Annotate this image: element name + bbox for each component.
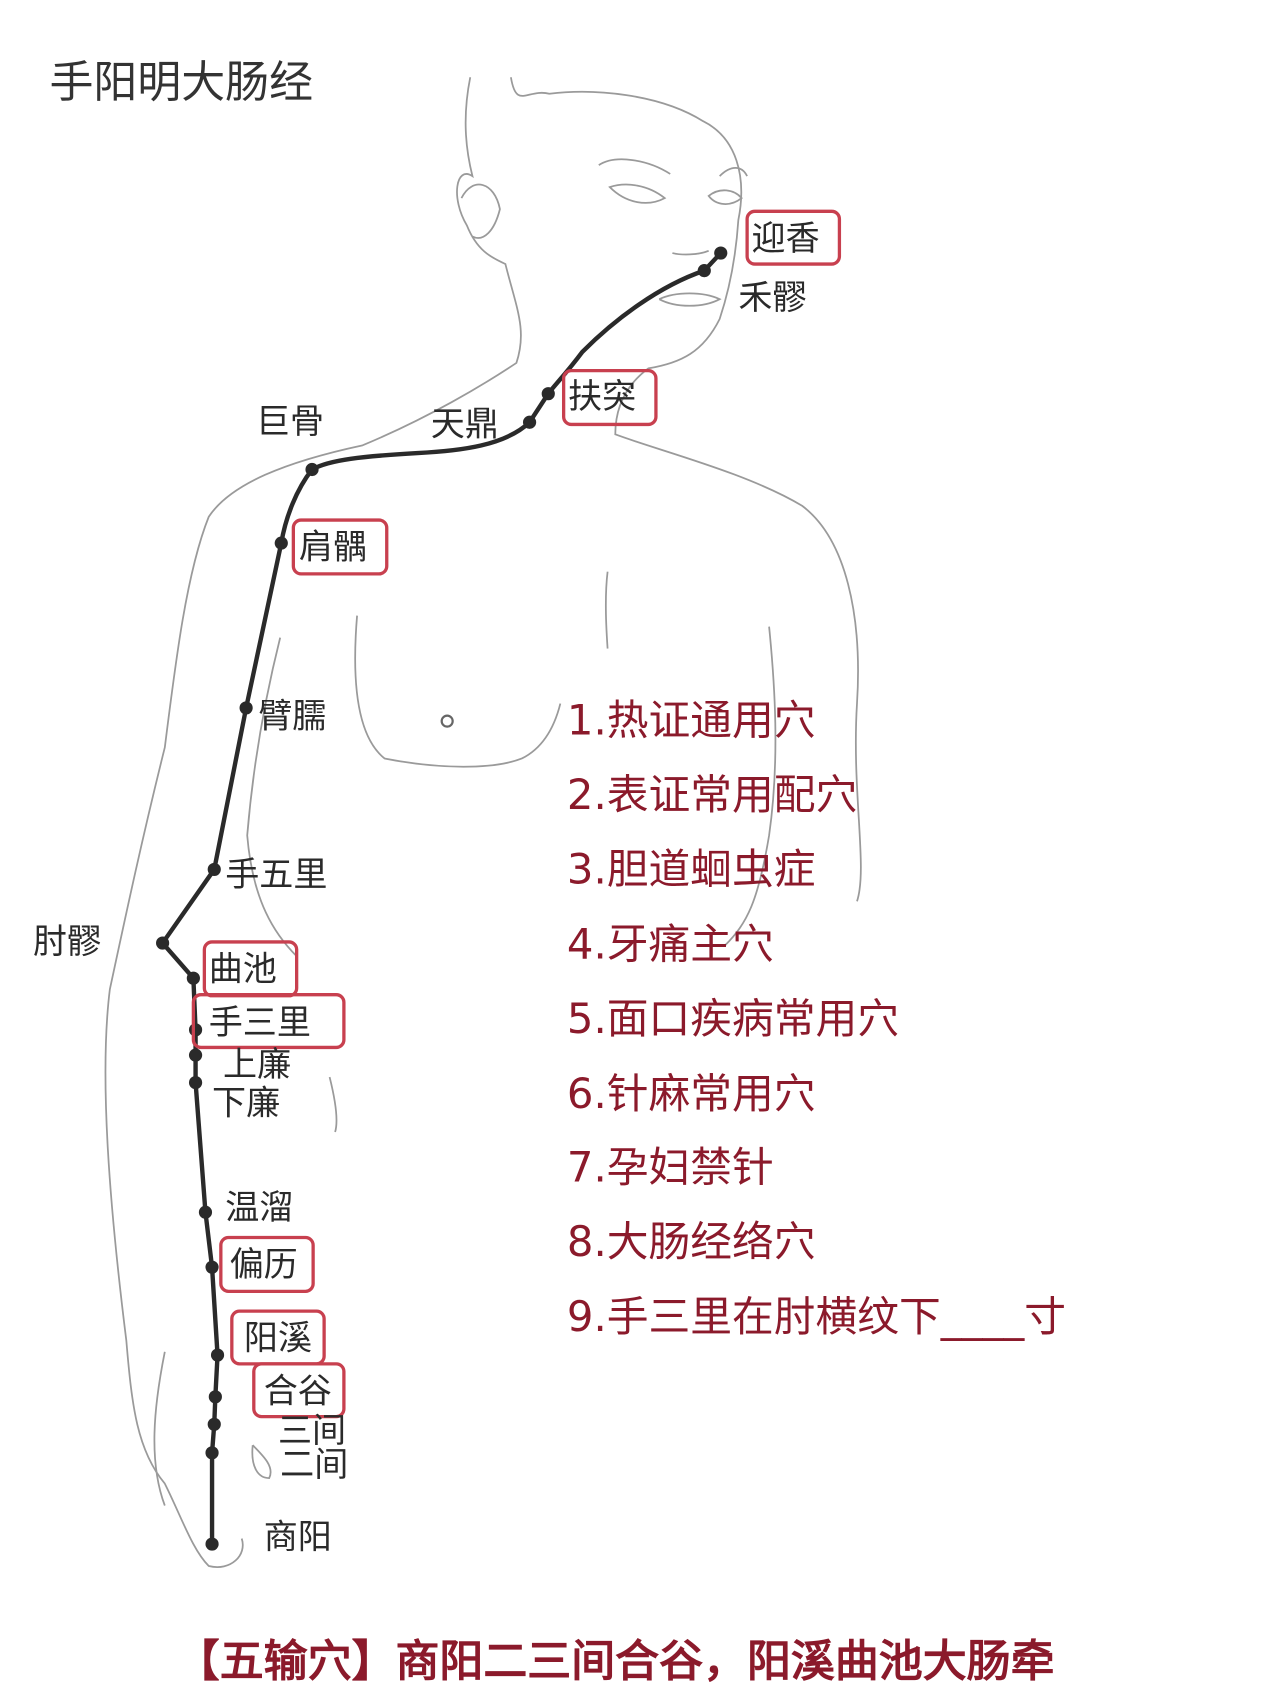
box-hegu [252, 1362, 346, 1419]
label-yangxi: 阳溪 [244, 1319, 312, 1359]
point-pianli [205, 1260, 219, 1274]
point-jianyu [274, 536, 288, 550]
note-item: 2.表证常用配穴 [567, 770, 857, 819]
point-jugu [305, 462, 319, 477]
box-pianli [219, 1235, 315, 1293]
note-item: 5.面口疾病常用穴 [567, 994, 899, 1043]
point-futu [541, 387, 555, 401]
box-futu [561, 368, 658, 427]
point-zhouliao [156, 936, 170, 950]
point-xialian [188, 1075, 203, 1090]
label-yingxiang: 迎香 [752, 219, 820, 259]
point-yangxi [210, 1348, 225, 1362]
label-jianyu: 肩髃 [299, 527, 367, 567]
notes-list: 1.热证通用穴 2.表证常用配穴 3.胆道蛔虫症 4.牙痛主穴 5.面口疾病常用… [567, 695, 1066, 1341]
point-wenliu [198, 1205, 213, 1219]
box-yingxiang [745, 209, 842, 266]
box-jianyu [291, 518, 389, 576]
point-shousanli [188, 1023, 203, 1037]
note-item: 4.牙痛主穴 [567, 919, 774, 968]
label-sanjian: 三间 [278, 1411, 346, 1451]
point-yingxiang [714, 246, 728, 260]
acupoint-dots [156, 246, 728, 1551]
point-shouwuli [207, 862, 221, 877]
label-jugu: 巨骨 [256, 402, 324, 442]
point-sanjian [207, 1417, 221, 1431]
point-shanglian [188, 1048, 203, 1062]
note-item: 3.胆道蛔虫症 [567, 845, 816, 894]
label-shanglian: 上廉 [223, 1045, 291, 1085]
note-item: 6.针麻常用穴 [567, 1069, 816, 1118]
label-erjian: 二间 [280, 1445, 348, 1485]
label-heliao: 禾髎 [738, 278, 806, 318]
point-labels: 迎香 禾髎 扶突 天鼎 巨骨 肩髃 臂臑 手五里 肘髎 曲池 手三里 上廉 下廉… [33, 219, 820, 1558]
label-shangyang: 商阳 [264, 1517, 332, 1557]
label-shousanli: 手三里 [209, 1003, 311, 1043]
note-item: 8.大肠经络穴 [567, 1217, 816, 1266]
point-binao [239, 701, 253, 715]
label-futu: 扶突 [568, 377, 636, 417]
note-item: 9.手三里在肘横纹下____寸 [567, 1292, 1066, 1341]
label-xialian: 下廉 [212, 1083, 280, 1123]
label-wenliu: 温溜 [225, 1188, 293, 1228]
label-zhouliao: 肘髎 [33, 922, 101, 962]
footer-mnemonic: 【五输穴】商阳二三间合谷，阳溪曲池大肠牵 [176, 1636, 1055, 1687]
label-binao: 臂臑 [258, 697, 326, 737]
point-shangyang [205, 1537, 219, 1551]
box-shousanli [191, 993, 346, 1050]
label-hegu: 合谷 [264, 1371, 332, 1411]
label-shouwuli: 手五里 [225, 855, 327, 895]
label-quchi: 曲池 [209, 949, 277, 989]
label-tianding: 天鼎 [431, 404, 499, 444]
body-outline [104, 77, 862, 1568]
note-item: 1.热证通用穴 [567, 695, 816, 744]
point-hegu [208, 1390, 222, 1404]
point-quchi [186, 971, 200, 985]
point-heliao [697, 264, 711, 278]
highlight-boxes [191, 209, 842, 1419]
note-item: 7.孕妇禁针 [567, 1142, 774, 1191]
diagram-title: 手阳明大肠经 [49, 57, 313, 108]
point-erjian [205, 1446, 219, 1460]
meridian-line [159, 251, 723, 1545]
point-tianding [522, 415, 537, 429]
label-pianli: 偏历 [230, 1245, 298, 1285]
